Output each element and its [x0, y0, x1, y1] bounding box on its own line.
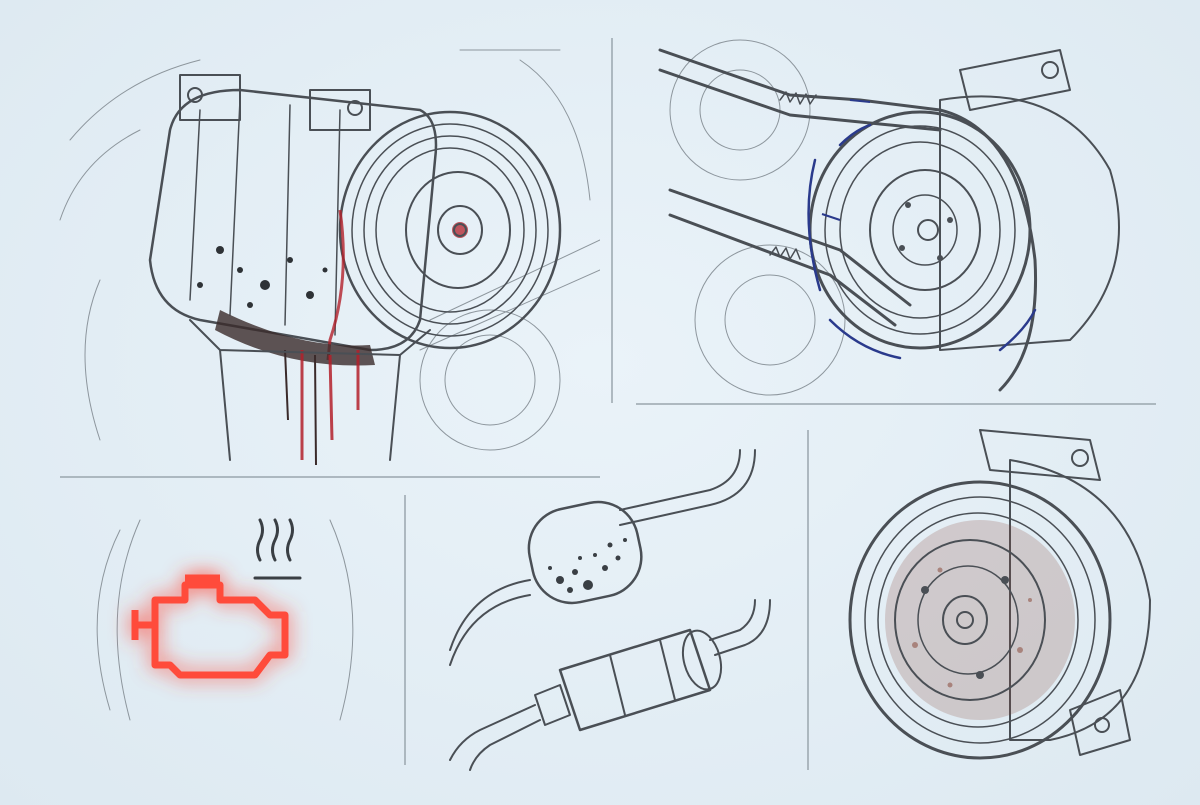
debris-filter-drier-icon: [449, 449, 771, 771]
divider-vertical-bottom-right: [807, 430, 809, 770]
panel-leaking-compressor: [40, 20, 600, 470]
panel-frayed-serpentine-belt: [640, 20, 1180, 400]
divider-vertical-top: [611, 38, 613, 403]
divider-vertical-bottom-left: [404, 495, 406, 765]
divider-horizontal-left: [60, 476, 600, 478]
panel-contaminated-filter-drier: [410, 440, 805, 780]
engine-warning-light-icon: [96, 518, 354, 721]
ac-compressor-oil-leak-icon: [59, 49, 600, 466]
panel-worn-compressor-clutch: [830, 420, 1170, 780]
rusted-clutch-plate-icon: [848, 429, 1151, 760]
cracked-belt-pulley-icon: [658, 39, 1120, 396]
divider-horizontal-right: [636, 403, 1156, 405]
panel-check-engine-light: [60, 490, 400, 770]
